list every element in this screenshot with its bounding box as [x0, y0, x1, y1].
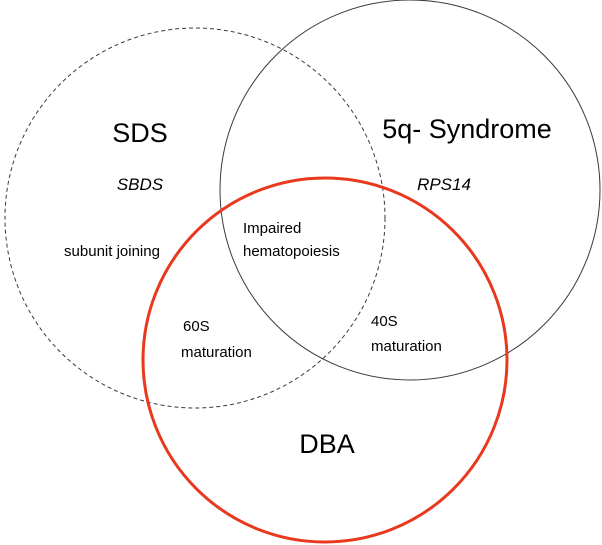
- 5q-syndrome-title: 5q- Syndrome: [382, 114, 552, 144]
- hematopoiesis-label: hematopoiesis: [243, 243, 340, 260]
- impaired-label: Impaired: [243, 220, 301, 237]
- dba-title: DBA: [299, 429, 355, 459]
- dba-circle: [141, 176, 509, 544]
- sds-subunit-joining: subunit joining: [64, 243, 160, 260]
- sds-circle: [4, 27, 386, 409]
- 5q-gene: RPS14: [417, 175, 471, 194]
- 60s-label: 60S: [183, 318, 210, 335]
- 40s-maturation-label: maturation: [371, 338, 442, 355]
- sds-gene: SBDS: [117, 175, 164, 194]
- 40s-label: 40S: [371, 313, 398, 330]
- 5q-syndrome-circle: [219, 0, 601, 381]
- sds-title: SDS: [112, 118, 168, 148]
- 60s-maturation-label: maturation: [181, 344, 252, 361]
